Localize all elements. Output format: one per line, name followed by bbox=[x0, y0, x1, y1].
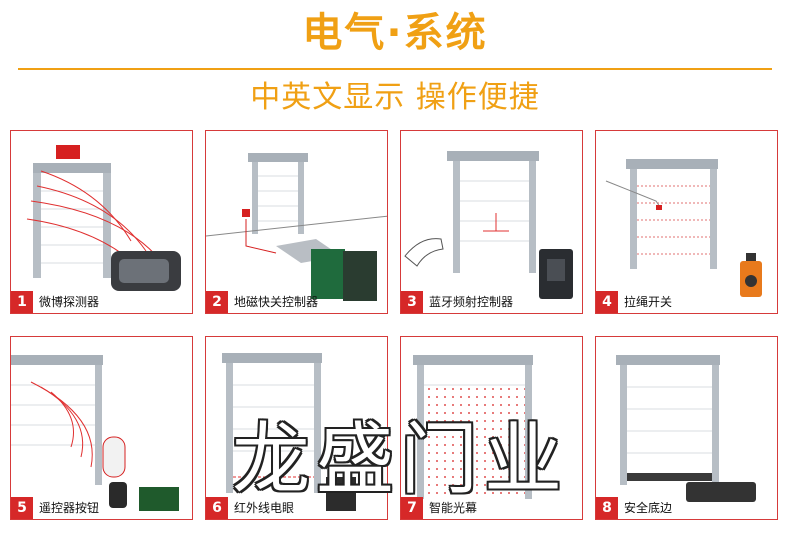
card-number-badge: 7 bbox=[401, 497, 423, 519]
title-divider bbox=[18, 68, 772, 70]
ground-magnetic-controller-icon bbox=[206, 153, 387, 301]
light-curtain-icon bbox=[413, 355, 533, 499]
card-label: 拉绳开关 bbox=[624, 295, 673, 309]
card-number-badge: 1 bbox=[11, 291, 33, 313]
feature-card-2: 2 地磁快关控制器 bbox=[205, 130, 388, 314]
card-number-badge: 3 bbox=[401, 291, 423, 313]
infrared-photo-eye-icon bbox=[222, 353, 356, 511]
card-number-badge: 4 bbox=[596, 291, 618, 313]
card-number-badge: 2 bbox=[206, 291, 228, 313]
feature-card-4: 4 拉绳开关 bbox=[595, 130, 778, 314]
card-label: 红外线电眼 bbox=[234, 501, 295, 515]
card-label: 地磁快关控制器 bbox=[234, 295, 319, 309]
page-subtitle: 中英文显示 操作便捷 bbox=[250, 80, 540, 115]
bluetooth-rf-controller-icon bbox=[404, 151, 573, 299]
feature-card-3: 3 蓝牙频射控制器 bbox=[400, 130, 583, 314]
card-number-badge: 5 bbox=[11, 497, 33, 519]
card-label: 安全底边 bbox=[624, 501, 673, 515]
card-number-badge: 6 bbox=[206, 497, 228, 519]
feature-card-1: 1 微博探测器 bbox=[10, 130, 193, 314]
pull-cord-switch-icon bbox=[605, 159, 762, 297]
remote-control-icon bbox=[11, 355, 179, 511]
page-title: 电气·系统 bbox=[302, 10, 488, 56]
card-label: 蓝牙频射控制器 bbox=[429, 295, 514, 309]
safety-edge-icon bbox=[616, 355, 756, 502]
card-label: 微博探测器 bbox=[39, 295, 100, 309]
card-label: 遥控器按钮 bbox=[39, 501, 100, 515]
feature-card-5: 5 遥控器按钮 bbox=[10, 336, 193, 520]
microwave-sensor-icon bbox=[26, 145, 181, 291]
card-number-badge: 8 bbox=[596, 497, 618, 519]
feature-card-7: 7 智能光幕 bbox=[400, 336, 583, 520]
card-label: 智能光幕 bbox=[429, 501, 478, 515]
feature-card-6: 6 红外线电眼 bbox=[205, 336, 388, 520]
feature-card-8: 8 安全底边 bbox=[595, 336, 778, 520]
